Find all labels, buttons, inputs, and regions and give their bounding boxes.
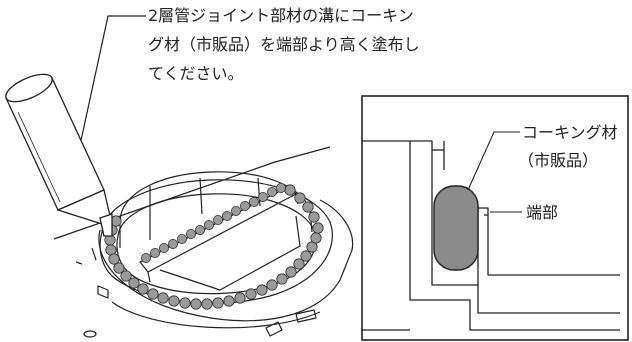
channel-wall bbox=[410, 140, 620, 314]
instruction-line-3: てください。 bbox=[148, 64, 244, 83]
outer-rim bbox=[99, 179, 333, 304]
base-tab-mark bbox=[75, 261, 83, 265]
joint-part-illustration bbox=[53, 146, 354, 338]
duct-opening bbox=[159, 215, 301, 291]
tube-nozzle bbox=[99, 213, 113, 237]
inner-pipe-line bbox=[199, 177, 203, 215]
base-tab bbox=[295, 309, 317, 323]
caulk-leader-line bbox=[467, 131, 520, 191]
surface-line bbox=[53, 146, 331, 240]
divider-edge bbox=[147, 271, 151, 283]
edge-label: 端部 bbox=[526, 203, 558, 222]
divider-wall bbox=[139, 185, 297, 273]
caulking-tube-icon bbox=[5, 73, 113, 237]
caulking-blob bbox=[433, 185, 479, 271]
cross-section-detail: コーキング材 （市販品） 端部 bbox=[361, 95, 629, 341]
flange-bottom bbox=[111, 301, 321, 329]
screw-hole bbox=[83, 330, 97, 338]
caulk-label-sub: （市販品） bbox=[518, 151, 598, 170]
caulking-beads-divider bbox=[140, 182, 286, 263]
caulking-beads-ring bbox=[104, 184, 324, 310]
flange-edge bbox=[91, 247, 97, 261]
instruction-line-2: グ材（市販品）を端部より高く塗布し bbox=[148, 35, 420, 54]
outer-wall-profile bbox=[409, 141, 620, 331]
tube-highlight bbox=[17, 111, 61, 203]
base-tab bbox=[265, 321, 283, 337]
base-tab bbox=[97, 285, 109, 299]
detail-frame bbox=[361, 95, 629, 341]
outer-flange bbox=[98, 199, 354, 322]
caulk-label: コーキング材 bbox=[522, 123, 618, 142]
tube-cap bbox=[5, 73, 53, 103]
instruction-line-1: 2層管ジョイント部材の溝にコーキン bbox=[148, 6, 414, 25]
